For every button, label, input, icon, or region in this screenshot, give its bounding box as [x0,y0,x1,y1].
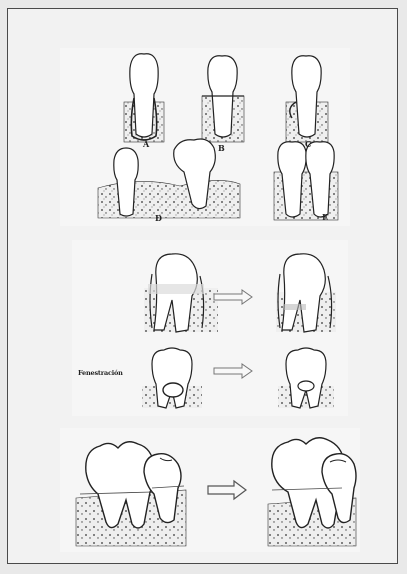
teeth-e [274,142,338,220]
molars-before [76,442,186,546]
fenestration-drawing [72,240,348,416]
molars-drawing [60,428,360,552]
tooth-b [202,56,244,142]
arrow-icon-1 [214,290,252,304]
fenestration-after [278,348,334,408]
dehiscence-before [144,254,218,332]
dehiscence-after [276,254,336,332]
fenestration-before [142,348,202,408]
panel-molars [60,428,360,552]
label-a: A [143,139,149,149]
label-b: B [218,143,225,153]
defect-types-drawing [60,48,350,226]
arrow-icon-3 [208,481,246,499]
tooth-a [124,54,164,142]
label-e: E [322,212,328,222]
panel-defect-types: A B C D E [60,48,350,226]
tooth-c [286,56,328,142]
label-d: D [155,213,162,223]
fenestration-label: Fenestración [78,369,123,377]
molars-after [268,438,356,546]
arrow-icon-2 [214,364,252,378]
panel-fenestration: Fenestración [72,240,348,416]
label-c: C [305,139,311,149]
